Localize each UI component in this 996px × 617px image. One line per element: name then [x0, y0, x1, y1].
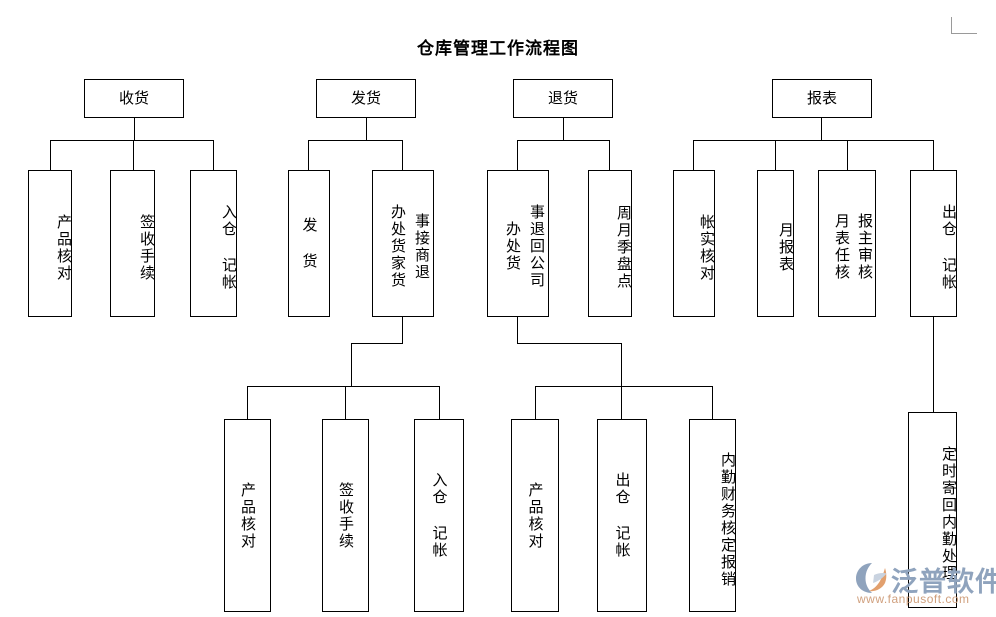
- node-mid-left-signoff-label: 签收手续: [337, 481, 354, 550]
- connector-reports-drop-3: [847, 140, 848, 170]
- connector-receiving-drop-2: [133, 140, 134, 170]
- connector-reports-bus: [693, 140, 933, 141]
- node-bottom-right-send-back-office-label: 定时寄回内勤处理: [940, 446, 957, 582]
- connector-midleft-drop-3: [439, 386, 440, 419]
- connector-retbox-right: [517, 343, 622, 344]
- node-mid-left-instock-record[interactable]: 入仓 记帐: [414, 419, 464, 612]
- node-mid-right-outstock-record-label: 出仓 记帐: [613, 472, 631, 559]
- node-mid-right-outstock-record[interactable]: 出仓 记帐: [597, 419, 647, 612]
- connector-receiving-stem: [134, 118, 135, 140]
- connector-receiving-bus: [50, 140, 214, 141]
- connector-returns-drop-2: [609, 140, 610, 170]
- node-recv-instock-record-label: 入仓 记帐: [220, 204, 237, 291]
- connector-shipping-drop-2: [402, 140, 403, 170]
- node-ship-handle-merchant-return[interactable]: 事接商退 办处货家货: [372, 170, 434, 317]
- node-rep-account-reconcile[interactable]: 帐实核对: [673, 170, 715, 317]
- fanpu-logo-icon: [856, 563, 887, 593]
- node-mid-right-product-check[interactable]: 产品核对: [511, 419, 559, 612]
- connector-midleft-bus: [247, 386, 439, 387]
- node-rep-monthly-report-label: 月报表: [777, 222, 794, 273]
- connector-outstock-to-bottom: [933, 317, 934, 412]
- node-mid-left-instock-record-label: 入仓 记帐: [430, 472, 448, 559]
- connector-midright-drop-3: [712, 386, 713, 419]
- connector-returns-bus: [517, 140, 610, 141]
- node-shipping-label: 发货: [350, 90, 381, 107]
- node-rep-monthly-report[interactable]: 月报表: [757, 170, 794, 317]
- connector-midleft-drop-2: [345, 386, 346, 419]
- node-rep-monthly-review-approval[interactable]: 报主审核 月表任核: [818, 170, 876, 317]
- node-receiving-label: 收货: [118, 90, 149, 107]
- node-ship-handle-merchant-return-col-left: 办处货家货: [389, 204, 406, 289]
- connector-midright-bus: [535, 386, 713, 387]
- node-recv-product-check-label: 产品核对: [55, 213, 72, 282]
- connector-reports-stem: [821, 118, 822, 140]
- connector-shipping-drop-1: [308, 140, 309, 170]
- connector-midleft-stem: [351, 343, 352, 386]
- node-reports-label: 报表: [806, 90, 837, 107]
- node-ret-send-back-company-col-right: 事退回公司: [528, 204, 545, 289]
- connector-shipping-stem: [366, 118, 367, 140]
- node-recv-signoff-label: 签收手续: [138, 213, 155, 282]
- connector-reports-drop-2: [775, 140, 776, 170]
- node-ret-send-back-company-col-left: 办处货: [504, 221, 521, 272]
- node-mid-right-finance-approval[interactable]: 内勤财务核定报销: [689, 419, 736, 612]
- node-ret-periodic-inventory-label: 周月季盘点: [615, 205, 632, 290]
- connector-midright-drop-1: [535, 386, 536, 419]
- node-recv-product-check[interactable]: 产品核对: [28, 170, 72, 317]
- node-ship-dispatch[interactable]: 发 货: [288, 170, 330, 317]
- connector-retbox-down: [517, 317, 518, 343]
- node-rep-outstock-record-label: 出仓 记帐: [940, 204, 957, 291]
- connector-reports-drop-4: [933, 140, 934, 170]
- connector-shiphandle-down: [402, 317, 403, 343]
- connector-shiphandle-left: [351, 343, 403, 344]
- connector-midright-stem: [621, 343, 622, 386]
- node-ship-dispatch-label: 发 货: [300, 217, 318, 270]
- node-mid-right-product-check-label: 产品核对: [526, 481, 544, 550]
- node-reports[interactable]: 报表: [772, 79, 872, 118]
- node-ship-handle-merchant-return-col-right: 事接商退: [413, 212, 430, 281]
- node-mid-right-finance-approval-label: 内勤财务核定报销: [719, 451, 736, 588]
- connector-reports-drop-1: [693, 140, 694, 170]
- connector-returns-stem: [563, 118, 564, 140]
- node-rep-account-reconcile-label: 帐实核对: [698, 213, 715, 282]
- page-title: 仓库管理工作流程图: [417, 39, 579, 58]
- node-ret-send-back-company[interactable]: 事退回公司 办处货: [487, 170, 549, 317]
- connector-receiving-drop-3: [213, 140, 214, 170]
- node-recv-instock-record[interactable]: 入仓 记帐: [190, 170, 237, 317]
- node-bottom-right-send-back-office[interactable]: 定时寄回内勤处理: [908, 412, 957, 608]
- node-rep-monthly-review-approval-col-left: 月表任核: [833, 212, 850, 281]
- connector-midright-drop-2: [621, 386, 622, 419]
- node-returns[interactable]: 退货: [513, 79, 613, 118]
- node-mid-left-product-check-label: 产品核对: [239, 481, 256, 550]
- connector-shipping-bus: [308, 140, 403, 141]
- node-mid-left-product-check[interactable]: 产品核对: [224, 419, 271, 612]
- node-rep-outstock-record[interactable]: 出仓 记帐: [910, 170, 957, 317]
- node-ret-periodic-inventory[interactable]: 周月季盘点: [588, 170, 632, 317]
- connector-midleft-drop-1: [247, 386, 248, 419]
- page-corner-mark: [951, 17, 979, 35]
- node-rep-monthly-review-approval-col-right: 报主审核: [856, 212, 873, 281]
- node-returns-label: 退货: [547, 90, 578, 107]
- connector-receiving-drop-1: [50, 140, 51, 170]
- node-receiving[interactable]: 收货: [84, 79, 184, 118]
- node-shipping[interactable]: 发货: [316, 79, 416, 118]
- connector-returns-drop-1: [517, 140, 518, 170]
- node-mid-left-signoff[interactable]: 签收手续: [322, 419, 369, 612]
- node-recv-signoff[interactable]: 签收手续: [110, 170, 155, 317]
